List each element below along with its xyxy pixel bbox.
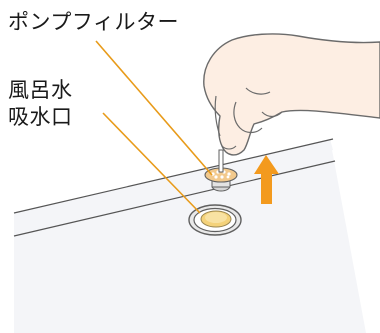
water-inlet-leader-line — [102, 112, 201, 214]
tub-top-ledge — [14, 139, 333, 225]
pump-filter-leader-line — [95, 40, 213, 176]
water-inlet — [188, 204, 242, 236]
tub-surface — [14, 139, 366, 333]
tub-edge-line — [13, 138, 334, 214]
water-inlet-label-line2: 吸水口 — [8, 105, 73, 129]
water-inlet-label-line1: 風呂水 — [8, 78, 73, 102]
hand — [203, 33, 380, 156]
water-inlet-label: 風呂水 吸水口 — [8, 77, 73, 131]
pump-filter-label: ポンプフィルター — [8, 10, 179, 34]
tub-edge-line — [13, 160, 336, 237]
up-arrow-icon — [254, 155, 279, 204]
pump-filter — [204, 149, 238, 192]
